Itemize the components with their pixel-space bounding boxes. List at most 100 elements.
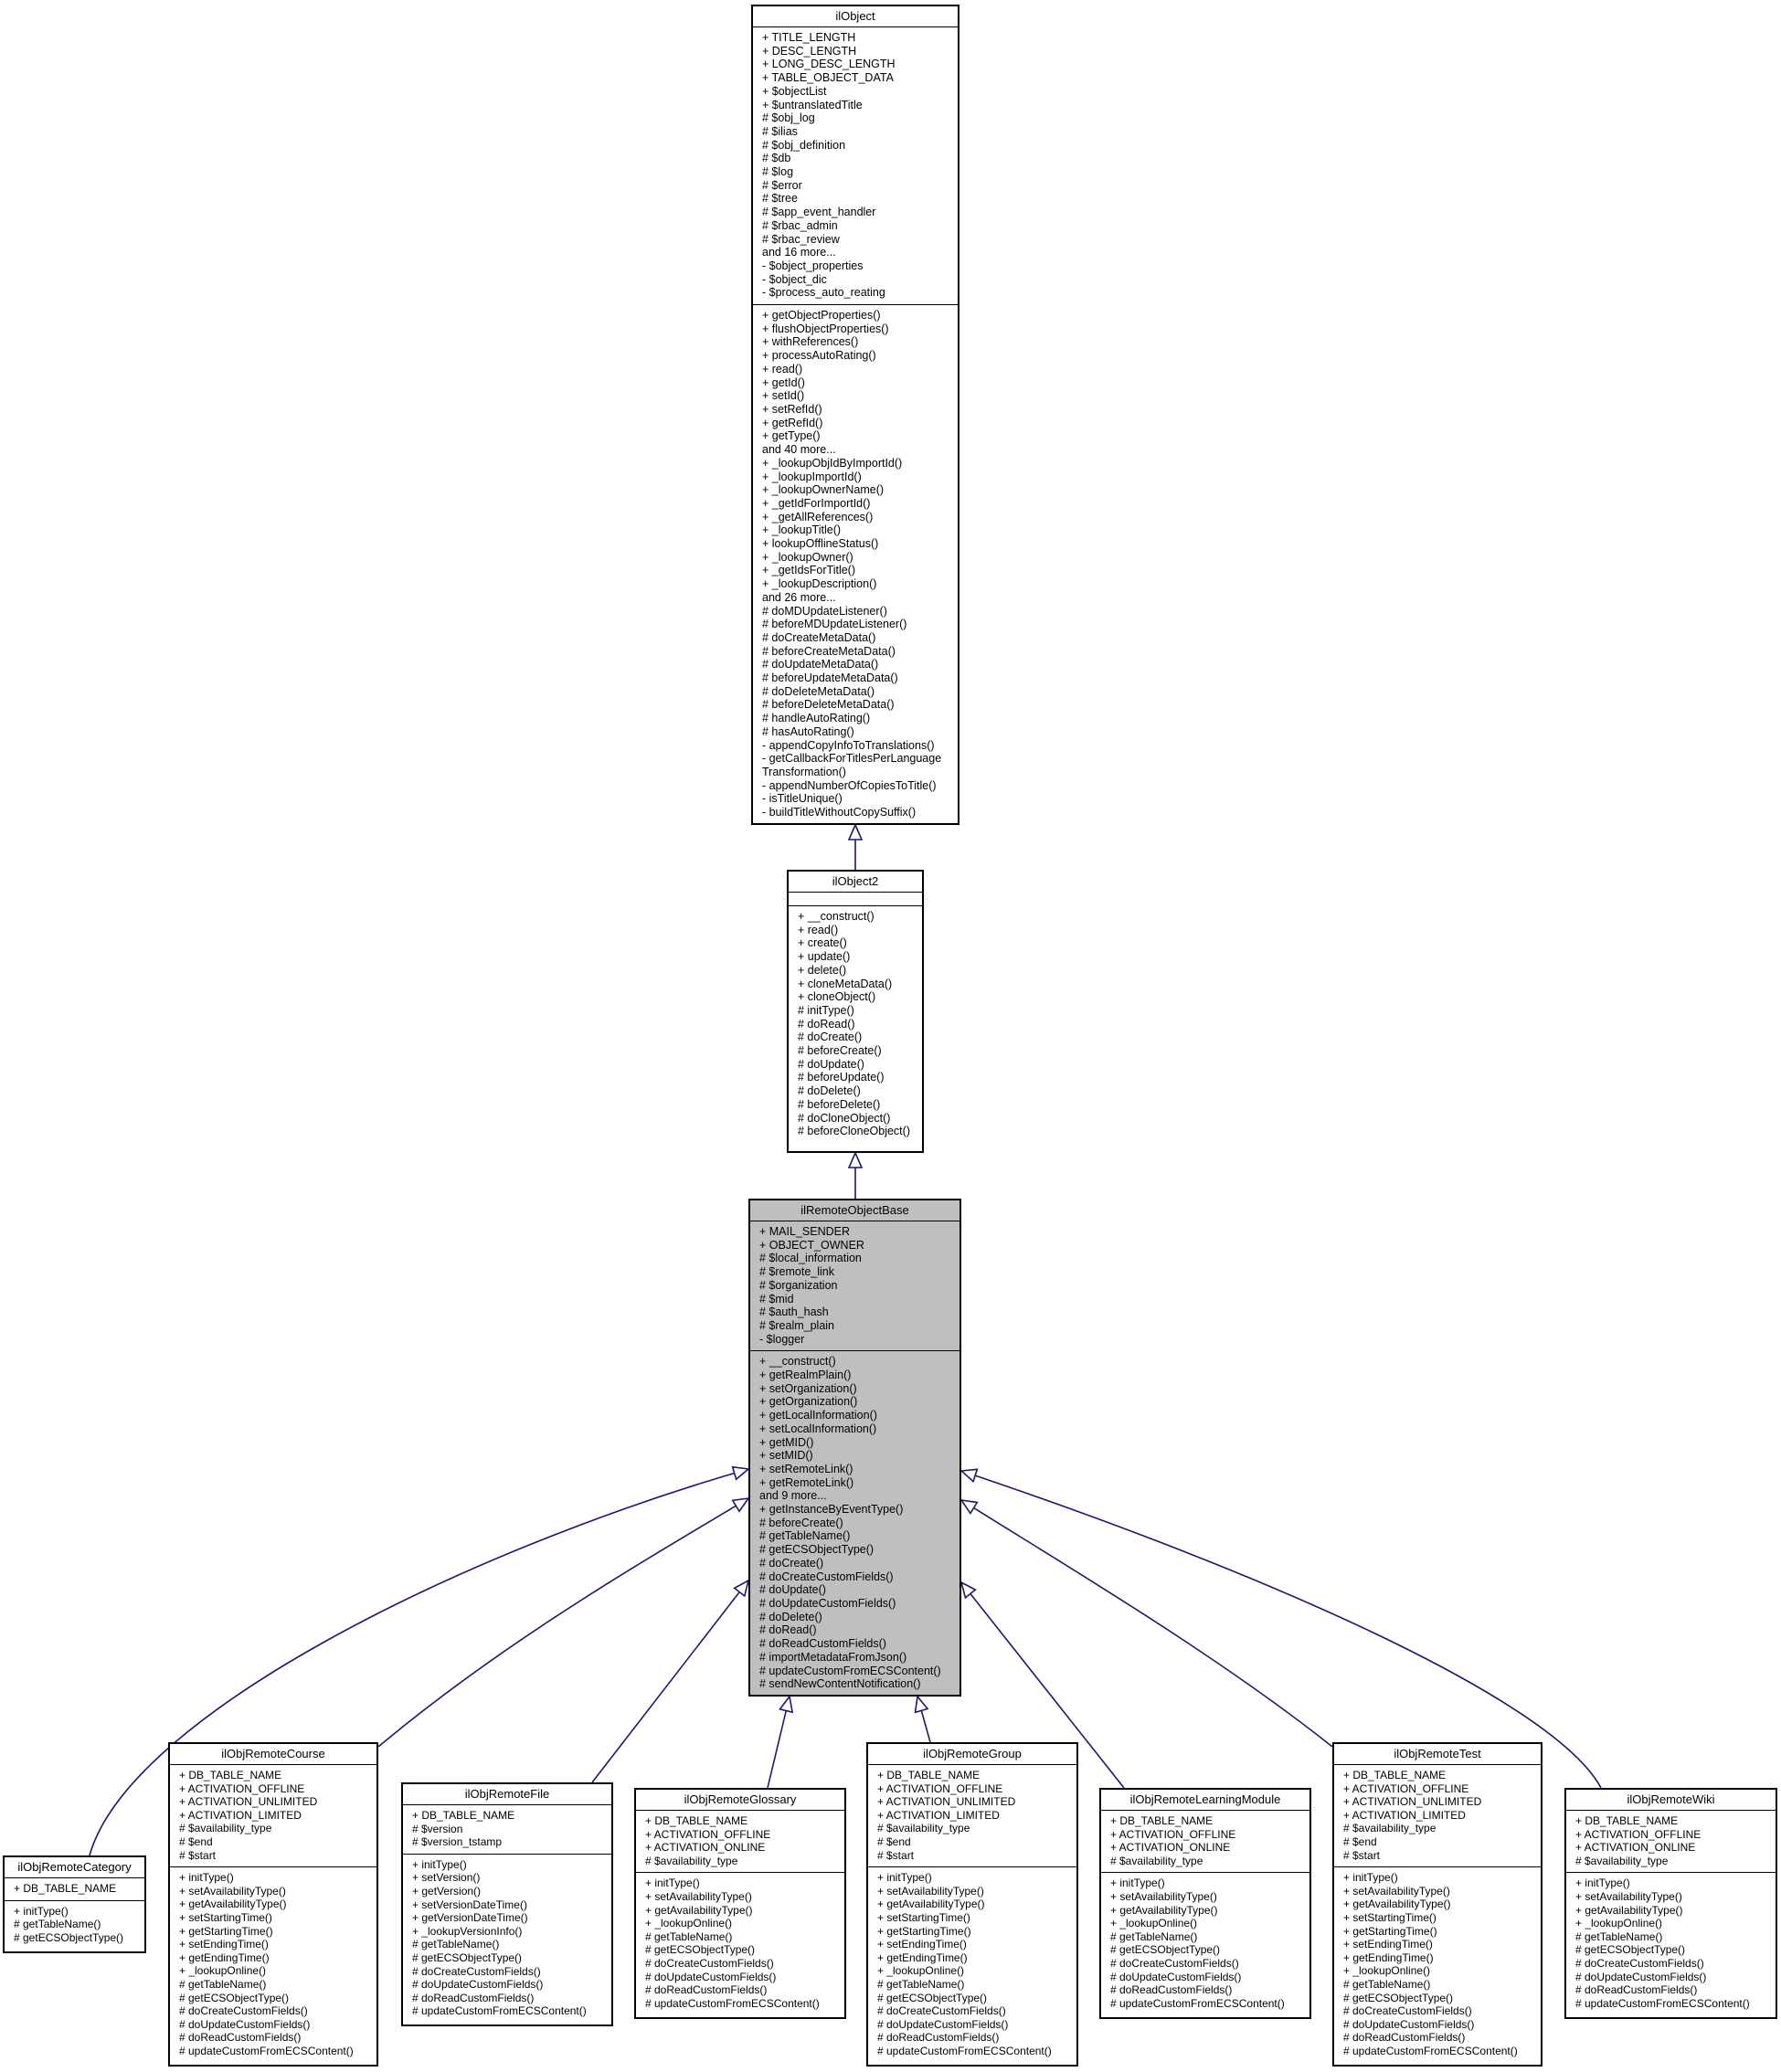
class-attribute: # $availability_type <box>877 1822 970 1835</box>
class-method: + getAvailabilityType() <box>877 1898 985 1911</box>
class-attribute: + ACTIVATION_UNLIMITED <box>1343 1795 1482 1809</box>
class-method: + setEndingTime() <box>179 1938 269 1951</box>
class-method: + setStartingTime() <box>1343 1910 1436 1924</box>
class-method: + getEndingTime() <box>179 1950 270 1964</box>
class-method: + getRefId() <box>762 416 823 429</box>
class-method: + getEndingTime() <box>877 1950 968 1964</box>
class-method: + _lookupOnline() <box>1110 1917 1198 1930</box>
class-attribute: - $logger <box>759 1332 805 1346</box>
class-method: + _getIdForImportId() <box>762 496 871 510</box>
class-ilObjRemoteGroup[interactable]: ilObjRemoteGroup + DB_TABLE_NAME+ ACTIVA… <box>866 1742 1078 2067</box>
class-attribute: # $start <box>179 1848 217 1862</box>
class-method: # doCreateCustomFields() <box>759 1570 894 1583</box>
attribute-list: + DB_TABLE_NAME+ ACTIVATION_OFFLINE+ ACT… <box>170 1765 376 1868</box>
class-method: # doUpdateCustomFields() <box>1110 1970 1242 1983</box>
class-method: + _lookupOnline() <box>179 1964 267 1978</box>
class-method: + setRemoteLink() <box>759 1462 853 1475</box>
class-method: # getTableName() <box>645 1929 733 1943</box>
class-method: + delete() <box>798 963 847 977</box>
class-method: # doUpdateMetaData() <box>762 658 879 671</box>
class-ilObject2[interactable]: ilObject2 + __construct()+ read()+ creat… <box>787 870 924 1153</box>
inheritance-line <box>960 1499 1333 1748</box>
class-ilObject[interactable]: ilObject + TITLE_LENGTH+ DESC_LENGTH+ LO… <box>751 5 959 825</box>
class-method: # getECSObjectType() <box>1110 1943 1221 1957</box>
class-ilObjRemoteCategory[interactable]: ilObjRemoteCategory + DB_TABLE_NAME + in… <box>3 1855 146 1953</box>
inheritance-edges <box>89 823 1602 1856</box>
class-method: # doCreateMetaData() <box>762 630 876 644</box>
class-attribute: + $untranslatedTitle <box>762 98 863 111</box>
class-method: # doUpdateCustomFields() <box>179 2017 311 2031</box>
edge-ilObjRemoteCategory-ilRemoteObjectBase <box>89 1465 750 1856</box>
class-ilObjRemoteCourse[interactable]: ilObjRemoteCourse + DB_TABLE_NAME+ ACTIV… <box>168 1742 378 2067</box>
class-method: - getCallbackForTitlesPerLanguage <box>762 752 942 766</box>
class-method: + initType() <box>877 1871 932 1885</box>
class-method: + setOrganization() <box>759 1381 857 1395</box>
inheritance-arrowhead <box>733 1579 750 1598</box>
class-method: # beforeMDUpdateListener() <box>762 618 907 631</box>
class-method: + read() <box>798 923 839 936</box>
class-method: # updateCustomFromECSContent() <box>1110 1996 1285 2010</box>
class-method: # doReadCustomFields() <box>1343 2031 1466 2045</box>
class-ilObjRemoteGlossary[interactable]: ilObjRemoteGlossary + DB_TABLE_NAME+ ACT… <box>634 1788 846 2019</box>
class-method: # updateCustomFromECSContent() <box>1343 2044 1518 2057</box>
class-method: + getVersion() <box>412 1884 482 1898</box>
class-attribute: # $availability_type <box>179 1822 272 1835</box>
class-title: ilObjRemoteFile <box>403 1784 611 1805</box>
class-method: # doMDUpdateListener() <box>762 604 887 618</box>
class-method: + setRefId() <box>762 402 822 416</box>
class-attribute: + ACTIVATION_OFFLINE <box>877 1781 1003 1795</box>
inheritance-arrowhead <box>959 1498 979 1515</box>
inheritance-line <box>960 1581 1125 1789</box>
class-method: # doCreateCustomFields() <box>1110 1956 1239 1970</box>
class-method: Transformation() <box>762 765 846 778</box>
class-method: + initType() <box>645 1876 700 1890</box>
class-method: # getTableName() <box>14 1918 101 1931</box>
class-attribute: + $objectList <box>762 84 827 98</box>
class-attribute: # $rbac_admin <box>762 218 838 232</box>
class-method: # doReadCustomFields() <box>759 1637 886 1651</box>
class-ilObjRemoteTest[interactable]: ilObjRemoteTest + DB_TABLE_NAME+ ACTIVAT… <box>1332 1742 1542 2067</box>
class-method: + _lookupOnline() <box>1343 1964 1431 1978</box>
class-method: + _lookupOwnerName() <box>762 483 885 497</box>
class-method: + _lookupOnline() <box>645 1917 733 1930</box>
inheritance-arrowhead <box>779 1695 794 1714</box>
class-method: # doUpdateCustomFields() <box>412 1978 544 1992</box>
attribute-list: + DB_TABLE_NAME+ ACTIVATION_OFFLINE+ ACT… <box>1566 1811 1776 1874</box>
class-method: - appendNumberOfCopiesToTitle() <box>762 778 937 792</box>
class-method: + getId() <box>762 375 805 389</box>
class-attribute: + ACTIVATION_OFFLINE <box>1110 1827 1236 1841</box>
class-attribute: + MAIL_SENDER <box>759 1225 850 1238</box>
class-method: + setStartingTime() <box>877 1910 970 1924</box>
class-method: + getStartingTime() <box>1343 1924 1437 1938</box>
class-method: # getECSObjectType() <box>877 1991 988 2004</box>
class-method: + setAvailabilityType() <box>877 1884 984 1898</box>
class-ilObjRemoteLearningModule[interactable]: ilObjRemoteLearningModule + DB_TABLE_NAM… <box>1099 1788 1311 2019</box>
class-attribute: # $obj_definition <box>762 138 846 152</box>
class-method: # doReadCustomFields() <box>1110 1983 1233 1997</box>
class-method: - buildTitleWithoutCopySuffix() <box>762 806 917 819</box>
inheritance-arrowhead <box>959 1580 977 1600</box>
edge-ilObjRemoteWiki-ilRemoteObjectBase <box>959 1468 1602 1789</box>
class-method: # updateCustomFromECSContent() <box>412 2004 587 2018</box>
class-method: # doReadCustomFields() <box>645 1983 768 1997</box>
class-ilObjRemoteFile[interactable]: ilObjRemoteFile + DB_TABLE_NAME# $versio… <box>401 1782 613 2026</box>
class-method: # doCloneObject() <box>798 1111 891 1125</box>
class-attribute: # $obj_log <box>762 111 815 125</box>
edge-ilObjRemoteGroup-ilRemoteObjectBase <box>914 1695 931 1743</box>
class-ilRemoteObjectBase[interactable]: ilRemoteObjectBase + MAIL_SENDER+ OBJECT… <box>748 1199 961 1697</box>
class-title: ilObjRemoteGroup <box>868 1744 1076 1765</box>
class-method: + setAvailabilityType() <box>1343 1884 1450 1898</box>
class-method: + getType() <box>762 429 821 443</box>
method-list: + getObjectProperties()+ flushObjectProp… <box>753 305 958 824</box>
class-method: # doDeleteMetaData() <box>762 684 875 698</box>
class-attribute: + DB_TABLE_NAME <box>1343 1769 1447 1781</box>
attribute-list: + DB_TABLE_NAME# $version# $version_tsta… <box>403 1805 611 1855</box>
class-attribute: # $organization <box>759 1278 838 1292</box>
class-attribute: + ACTIVATION_LIMITED <box>877 1808 1000 1822</box>
class-method: + _lookupVersionInfo() <box>412 1924 523 1938</box>
edge-ilObject2-ilObject <box>847 823 864 870</box>
class-ilObjRemoteWiki[interactable]: ilObjRemoteWiki + DB_TABLE_NAME+ ACTIVAT… <box>1564 1788 1777 2019</box>
edge-ilObjRemoteLearningModule-ilRemoteObjectBase <box>959 1580 1125 1789</box>
class-method: + setVersion() <box>412 1871 481 1885</box>
class-attribute: # $mid <box>759 1292 794 1306</box>
